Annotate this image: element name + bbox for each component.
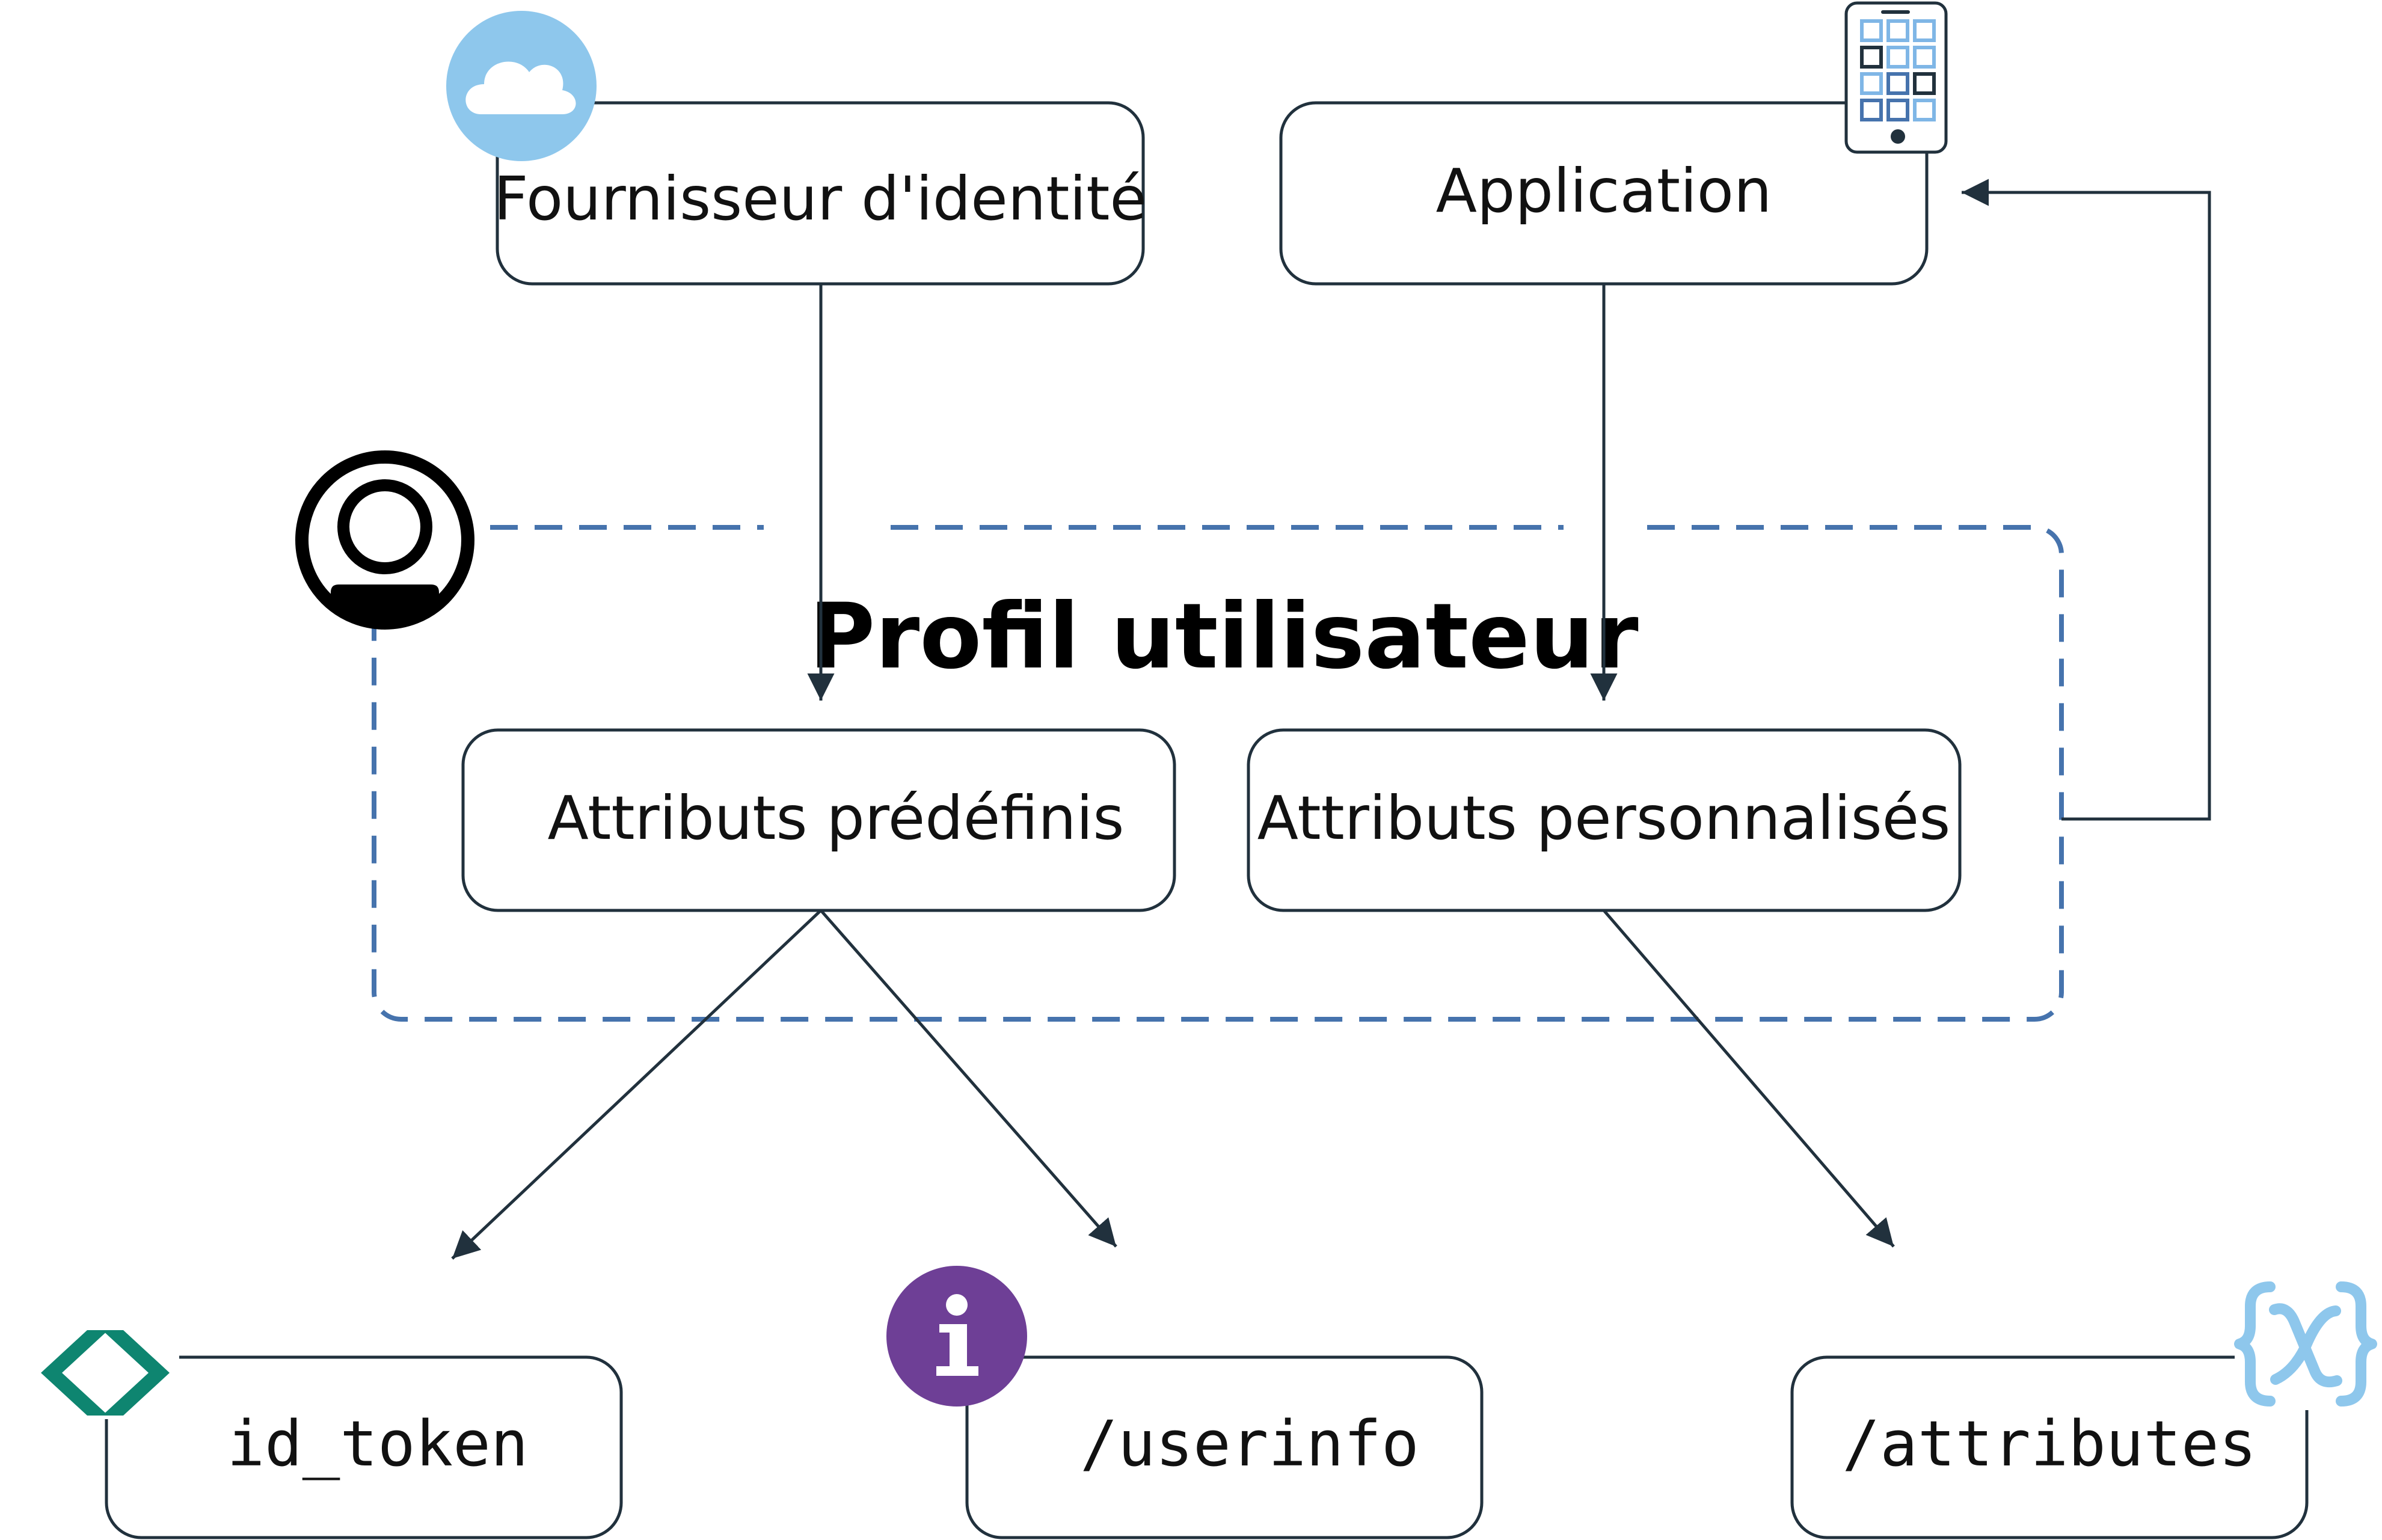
application-label: Application: [1436, 156, 1772, 226]
user-profile-group-border: [372, 525, 2064, 1022]
cloud-icon: [446, 11, 597, 161]
user-avatar-icon: [295, 450, 474, 630]
node-custom-attributes: Attributs personnalisés: [1247, 728, 1962, 912]
node-application: Application: [1279, 101, 1929, 286]
userinfo-label: /userinfo: [1080, 1407, 1419, 1480]
node-predefined-attributes: Attributs prédéfinis: [461, 728, 1176, 912]
node-id-token: id_token: [105, 1355, 623, 1539]
edge-predefined-to-userinfo: [820, 909, 1117, 1248]
code-brackets-icon: [31, 1329, 179, 1419]
edge-custom-to-application: [1962, 179, 2211, 821]
info-icon: [886, 1266, 1027, 1407]
edges: [451, 179, 2211, 1260]
edge-predefined-to-id-token: [451, 909, 822, 1260]
group-border-gap: [764, 511, 890, 547]
custom-attributes-label: Attributs personnalisés: [1257, 783, 1951, 853]
attributes-label: /attributes: [1843, 1407, 2257, 1480]
user-profile-title: Profil utilisateur: [809, 584, 1638, 689]
predefined-attributes-label: Attributs prédéfinis: [547, 783, 1124, 853]
node-userinfo: /userinfo: [965, 1355, 1484, 1539]
edge-custom-to-attributes: [1603, 909, 1895, 1248]
node-attributes: /attributes: [1790, 1355, 2309, 1539]
mobile-app-icon: [1844, 1, 1948, 154]
variable-x-icon: [2234, 1278, 2379, 1410]
id-token-label: id_token: [227, 1407, 529, 1480]
identity-provider-label: Fournisseur d'identité: [494, 164, 1147, 234]
node-identity-provider: Fournisseur d'identité: [494, 101, 1147, 286]
